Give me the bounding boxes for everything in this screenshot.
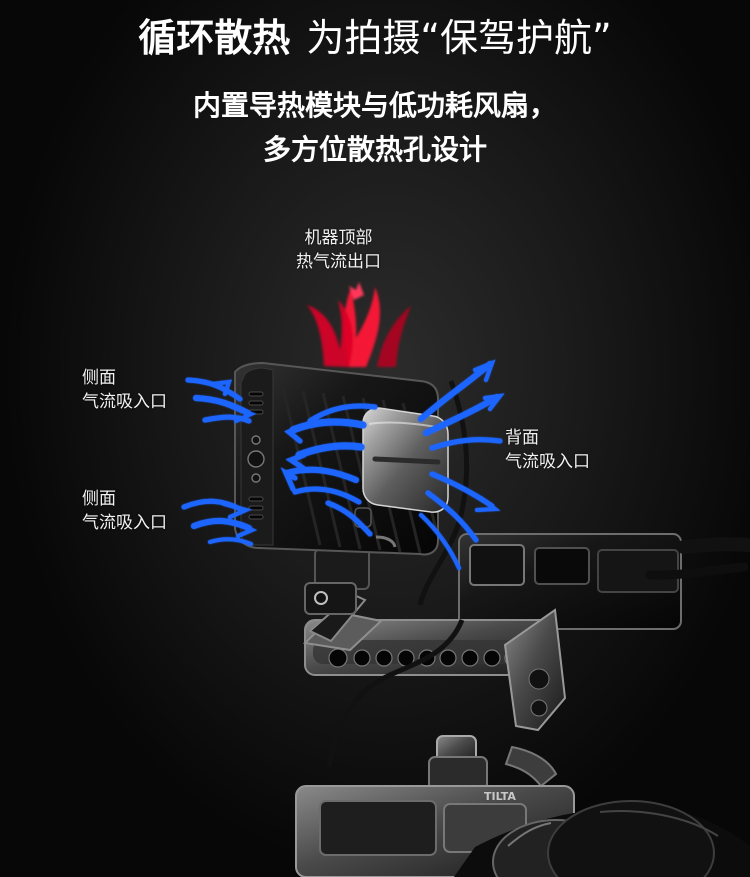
back-label-line-two: 气流吸入口 — [505, 452, 590, 472]
top-hot-air-exit-label: 机器顶部 热气流出口 — [296, 226, 381, 274]
back-label-line-one: 背面 — [505, 428, 539, 448]
upper-side-air-intake-label: 侧面 气流吸入口 — [82, 366, 167, 414]
upper-side-label-line-two: 气流吸入口 — [82, 392, 167, 412]
hot-air-exhaust-arrows — [307, 282, 411, 367]
tilta-logo-text: TILTA — [484, 790, 516, 803]
headline-light-text: 为拍摄“保驾护航” — [306, 16, 612, 60]
top-label-line-two: 热气流出口 — [296, 252, 381, 272]
headline: 循环散热为拍摄“保驾护航” — [0, 12, 750, 64]
back-air-intake-label: 背面 气流吸入口 — [505, 426, 590, 474]
subtitle-line-two: 多方位散热孔设计 — [262, 133, 487, 166]
lower-side-air-intake-label: 侧面 气流吸入口 — [82, 487, 167, 535]
headline-strong-text: 循环散热 — [138, 16, 291, 60]
top-label-line-one: 机器顶部 — [304, 228, 373, 248]
lower-side-label-line-two: 气流吸入口 — [82, 513, 167, 533]
lower-side-label-line-one: 侧面 — [82, 489, 116, 509]
monitor-side-vents — [248, 391, 264, 520]
cool-air-intake-arrows — [181, 359, 505, 570]
upper-side-label-line-one: 侧面 — [82, 368, 116, 388]
monitor-side-ports — [247, 435, 265, 483]
subtitle-line-one: 内置导热模块与低功耗风扇， — [192, 89, 557, 122]
